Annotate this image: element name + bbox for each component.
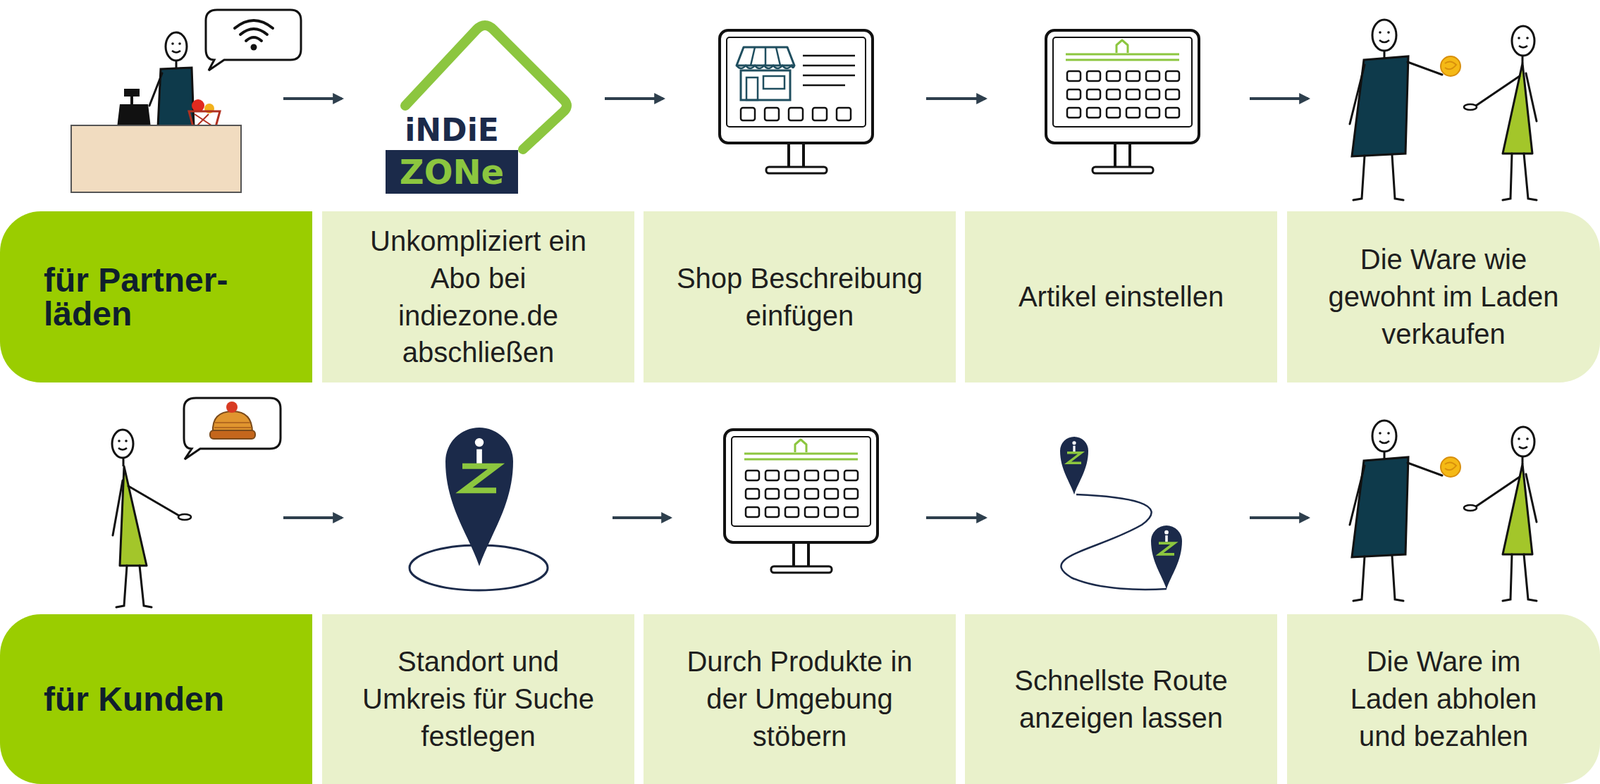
route-icon bbox=[1060, 494, 1167, 590]
step-text: Schnellste Route anzeigen lassen bbox=[994, 662, 1249, 738]
customer-figure bbox=[112, 480, 123, 536]
customer-figure bbox=[124, 439, 128, 443]
shopkeeper-figure bbox=[117, 104, 151, 128]
shopkeeper-figure bbox=[178, 42, 182, 46]
route-icon bbox=[1151, 525, 1183, 590]
step-box: Unkompliziert ein Abo bei indiezone.de a… bbox=[322, 211, 635, 383]
step-box: Die Ware wie gewohnt im Laden verkaufen bbox=[1287, 211, 1600, 383]
step-arrows bbox=[1249, 97, 1309, 101]
route-icon bbox=[1060, 437, 1183, 590]
shopkeeper-figure bbox=[194, 114, 212, 126]
step-arrows bbox=[926, 97, 986, 101]
logo-wordmark: ZONe bbox=[385, 150, 519, 194]
shopkeeper-figure bbox=[191, 99, 205, 113]
product-monitor bbox=[724, 429, 878, 574]
shopkeeper-figure bbox=[124, 88, 140, 97]
shopkeeper-figure bbox=[188, 111, 220, 127]
shopkeeper-figure bbox=[171, 42, 175, 46]
location-search-icon bbox=[409, 427, 548, 591]
step-arrows bbox=[612, 516, 671, 520]
location-search-icon bbox=[445, 427, 514, 567]
customer-figure bbox=[112, 398, 281, 608]
shopkeeper-figure bbox=[149, 73, 163, 106]
step-box: Standort und Umkreis für Suche festlegen bbox=[322, 614, 635, 784]
audience-label-box: für Partner- läden bbox=[0, 211, 313, 383]
product-monitor bbox=[724, 429, 878, 574]
indiezone-logo bbox=[385, 150, 519, 194]
shop-monitor bbox=[736, 47, 860, 125]
step-box: Durch Produkte in der Umgebung stöbern bbox=[643, 614, 956, 784]
customer-figure bbox=[128, 486, 180, 516]
shopkeeper-figure bbox=[165, 32, 187, 61]
customer-figure bbox=[214, 422, 251, 428]
shopkeeper-figure bbox=[130, 96, 134, 105]
shopkeeper-figure bbox=[205, 9, 301, 71]
step-text: Artikel einstellen bbox=[1018, 278, 1224, 316]
step-arrows bbox=[1249, 516, 1309, 520]
location-search-icon bbox=[445, 427, 514, 567]
audience-label: für Partner- läden bbox=[43, 263, 277, 332]
route-icon bbox=[1151, 525, 1183, 590]
audience-label: für Kunden bbox=[43, 682, 225, 717]
audience-label-box: für Kunden bbox=[0, 614, 313, 784]
step-text: Durch Produkte in der Umgebung stöbern bbox=[673, 643, 927, 755]
shopkeeper-figure bbox=[71, 125, 242, 193]
customer-figure bbox=[122, 458, 125, 467]
shopkeeper-figure bbox=[157, 67, 194, 127]
handover-figures bbox=[1349, 420, 1537, 602]
route-icon bbox=[1060, 437, 1089, 495]
shopkeeper-figure bbox=[250, 44, 258, 51]
step-box: Artikel einstellen bbox=[964, 211, 1278, 383]
shopkeeper-figure bbox=[175, 60, 178, 68]
logo-wordmark: iNDiE bbox=[385, 111, 519, 150]
shop-monitor bbox=[719, 30, 873, 174]
step-text: Die Ware im Laden abholen und bezahlen bbox=[1330, 643, 1557, 755]
step-box: Die Ware im Laden abholen und bezahlen bbox=[1287, 614, 1600, 784]
step-text: Shop Beschreibung einfügen bbox=[673, 260, 927, 335]
step-arrows bbox=[926, 516, 986, 520]
step-text: Unkompliziert ein Abo bei indiezone.de a… bbox=[351, 222, 606, 372]
product-monitor bbox=[1065, 40, 1185, 125]
indiezone-logo bbox=[385, 25, 567, 194]
shopkeeper-figure bbox=[71, 9, 301, 193]
step-arrows bbox=[283, 97, 342, 101]
step-box: Schnellste Route anzeigen lassen bbox=[964, 614, 1278, 784]
customer-figure bbox=[117, 439, 121, 443]
step-box: Shop Beschreibung einfügen bbox=[643, 211, 956, 383]
step-text: Die Ware wie gewohnt im Laden verkaufen bbox=[1316, 241, 1571, 353]
step-arrows bbox=[283, 516, 342, 520]
customer-figure bbox=[226, 401, 238, 414]
step-text: Standort und Umkreis für Suche festlegen bbox=[351, 643, 606, 755]
product-monitor bbox=[744, 439, 863, 525]
shopkeeper-figure bbox=[171, 50, 181, 53]
product-monitor bbox=[1045, 30, 1199, 174]
step-arrows bbox=[604, 97, 664, 101]
handover-figures bbox=[1349, 19, 1537, 201]
product-monitor bbox=[1045, 30, 1199, 174]
customer-figure bbox=[116, 565, 152, 608]
customer-figure bbox=[112, 429, 134, 459]
route-icon bbox=[1060, 437, 1089, 495]
customer-figure bbox=[178, 514, 192, 521]
shopkeeper-figure bbox=[234, 20, 273, 41]
customer-figure bbox=[212, 411, 253, 433]
customer-figure bbox=[183, 398, 281, 460]
shop-monitor bbox=[719, 30, 873, 174]
customer-figure bbox=[210, 430, 256, 440]
customer-figure bbox=[119, 466, 147, 566]
customer-figure bbox=[118, 448, 127, 451]
